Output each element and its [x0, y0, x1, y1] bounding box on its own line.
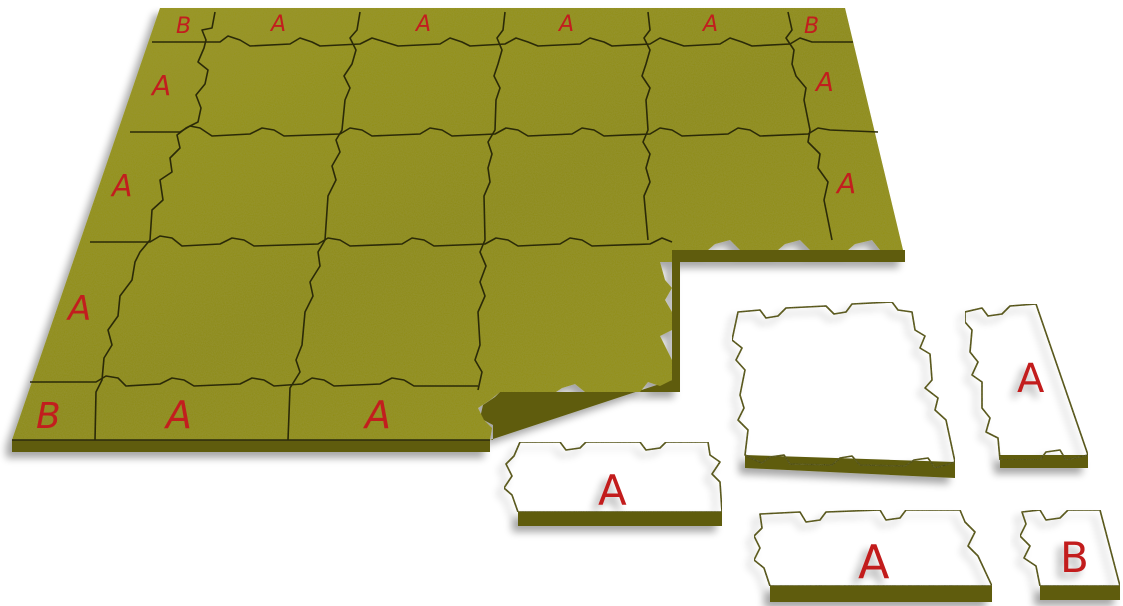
mat-bottom-label-3: A: [362, 393, 391, 437]
mat-top-label-2: A: [269, 12, 286, 37]
mat-left-label-3: A: [66, 289, 91, 329]
loose-corner-piece-label: B: [1060, 533, 1089, 582]
mat-left-label-2: A: [110, 169, 133, 204]
loose-bottom-piece-label: A: [858, 535, 890, 589]
mat-right-label-2: A: [835, 167, 856, 200]
mat-right-label-1: A: [814, 68, 834, 98]
loose-square-tile: [732, 302, 955, 478]
loose-bottom-edge-piece: A: [754, 510, 992, 602]
loose-right-piece-label: A: [1017, 356, 1045, 402]
mat-top-label-6: B: [804, 14, 819, 39]
mat-top-label-5: A: [701, 12, 718, 37]
mat-bottom-label-2: A: [163, 393, 192, 437]
mat-top-label-1: B: [176, 14, 191, 39]
loose-middle-edge-piece: A: [504, 442, 722, 526]
mat-top-label-3: A: [414, 12, 431, 37]
mat-top-label-4: A: [557, 12, 574, 37]
mat-top-face: [12, 8, 903, 440]
loose-middle-piece-label: A: [598, 466, 627, 515]
mat-bottom-label-1: B: [36, 396, 61, 437]
loose-corner-piece: B: [1020, 510, 1120, 600]
mat-left-label-1: A: [150, 69, 171, 102]
loose-right-edge-piece: A: [965, 304, 1088, 468]
